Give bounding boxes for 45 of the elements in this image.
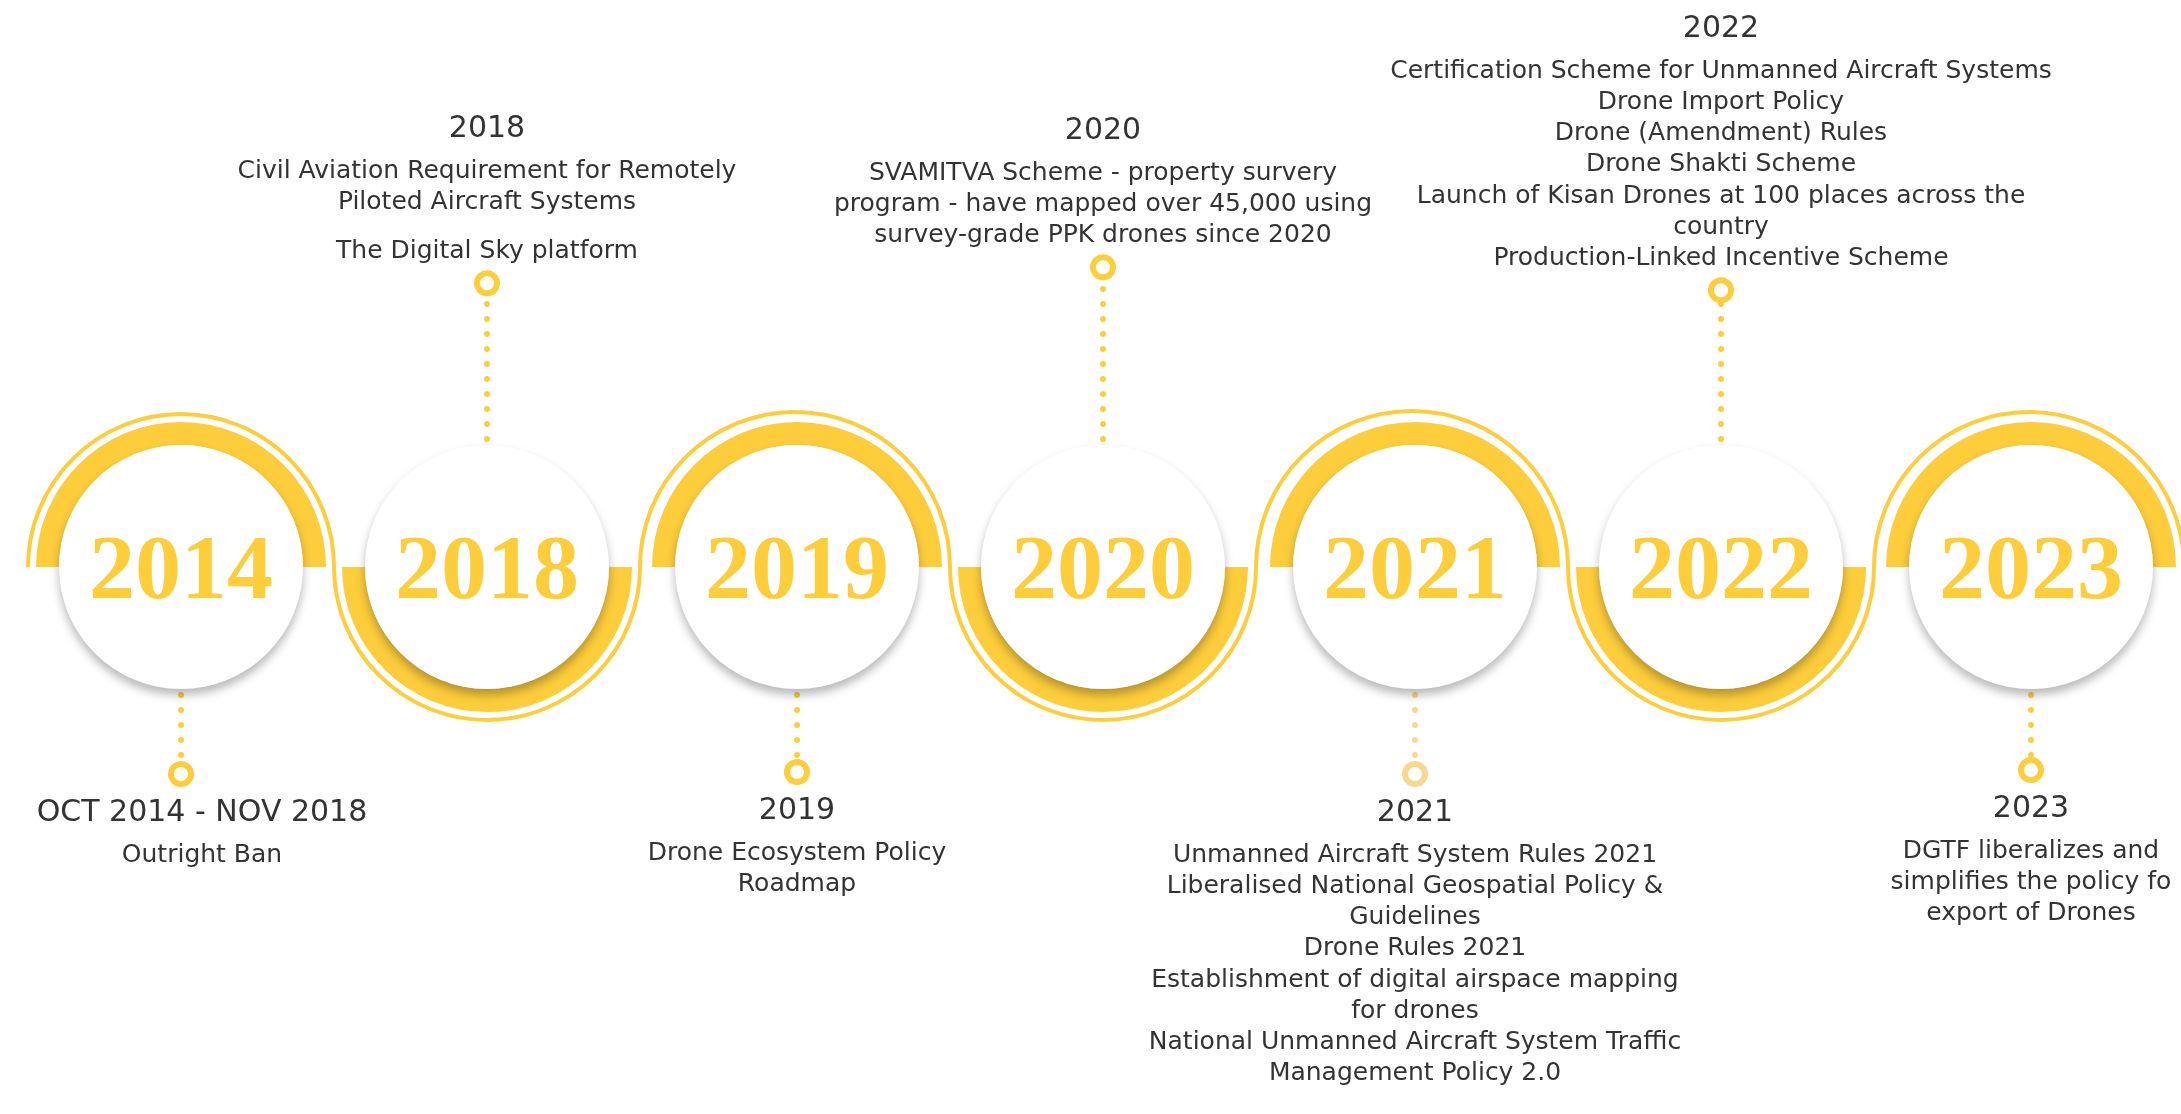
dotted-connector: [1090, 254, 1116, 442]
year-label: 2023: [1939, 521, 2123, 613]
milestone-text: Drone Ecosystem Policy Roadmap: [646, 835, 948, 898]
year-circle: [981, 445, 1225, 689]
milestone-text: Establishment of digital airspace mapping for drones: [1150, 962, 1680, 1025]
dotted-connector: [2018, 692, 2044, 783]
date-heading: OCT 2014 - NOV 2018: [35, 792, 369, 830]
milestone-text: National Unmanned Aircraft System Traffic Management Policy 2.0: [1147, 1025, 1683, 1088]
year-label: 2022: [1629, 521, 1813, 613]
date-heading: 2019: [757, 790, 837, 828]
date-heading: 2022: [1681, 8, 1761, 46]
year-circle: [1293, 445, 1537, 689]
year-label: 2018: [395, 521, 579, 613]
year-circle: [675, 445, 919, 689]
milestone-text: Liberalised National Geospatial Policy & Guidelines: [1165, 868, 1665, 932]
year-label: 2021: [1323, 521, 1507, 613]
date-heading: 2020: [1063, 110, 1143, 148]
milestone-text: DGTF liberalizes and simplifies the policy fo export of Drones: [1889, 833, 2173, 928]
year-circle: [365, 445, 609, 689]
year-label: 2014: [89, 521, 273, 613]
milestone-text: Drone Shakti Scheme: [1584, 147, 1858, 179]
dotted-connector: [474, 270, 500, 442]
dotted-connector: [168, 692, 194, 787]
milestone-text: Production-Linked Incentive Scheme: [1492, 241, 1950, 273]
year-label: 2020: [1011, 521, 1195, 613]
date-heading: 2018: [447, 108, 527, 146]
year-circle: [59, 445, 303, 689]
milestone-text: Outright Ban: [120, 837, 284, 869]
milestone-text: Certification Scheme for Unmanned Aircraft Systems: [1389, 53, 2053, 85]
milestone-text: SVAMITVA Scheme - property survery program - have mapped over 45,000 using survey-grade PPK drones since 2020: [833, 155, 1373, 250]
milestone-text: Drone (Amendment) Rules: [1553, 116, 1889, 148]
year-label: 2019: [705, 521, 889, 613]
milestone-text: Unmanned Aircraft System Rules 2021: [1171, 837, 1659, 869]
year-circle: [1599, 445, 1843, 689]
milestone-text: Drone Rules 2021: [1302, 931, 1528, 963]
dotted-connector: [784, 692, 810, 785]
milestone-text: Drone Import Policy: [1596, 84, 1846, 116]
date-heading: 2021: [1375, 792, 1455, 830]
dotted-connector: [1708, 277, 1734, 442]
milestone-text: Launch of Kisan Drones at 100 places across the country: [1415, 178, 2027, 241]
dotted-connector: [1402, 692, 1428, 787]
milestone-text: Civil Aviation Requirement for Remotely Piloted Aircraft Systems: [236, 153, 738, 216]
milestone-text: The Digital Sky platform: [335, 234, 639, 266]
year-circle: [1909, 445, 2153, 689]
date-heading: 2023: [1991, 788, 2071, 826]
